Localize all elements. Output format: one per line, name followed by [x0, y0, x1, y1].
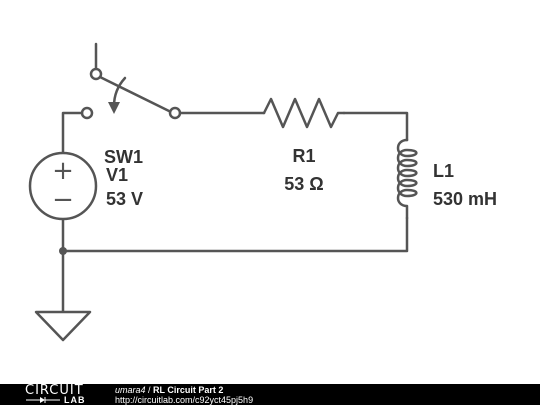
footer-credit: umara4 / RL Circuit Part 2	[115, 385, 223, 395]
switch-right-terminal	[168, 106, 182, 120]
switch-arrow-head	[108, 102, 120, 114]
circuit-title[interactable]: RL Circuit Part 2	[153, 385, 224, 395]
l1-label: L1	[433, 161, 454, 181]
r1-value: 53 Ω	[284, 174, 323, 194]
junction-node	[59, 247, 67, 255]
switch-action-arc	[112, 76, 127, 108]
wires	[61, 111, 409, 314]
plus-sign: +	[52, 156, 74, 186]
sw1-label: SW1	[104, 147, 143, 167]
r1-label: R1	[292, 146, 315, 166]
ground-symbol	[34, 310, 92, 342]
switch-pivot-terminal	[89, 67, 103, 81]
v1-label: V1	[106, 165, 128, 185]
source-body	[28, 151, 98, 221]
switch-blade	[98, 75, 171, 113]
switch-left-terminal	[80, 106, 94, 120]
voltage-source-v1[interactable]: + −	[28, 151, 98, 221]
logo-resistor-icon	[26, 397, 60, 403]
logo-lab-text: LAB	[64, 395, 86, 405]
wire-resistor-to-inductor	[342, 111, 409, 142]
circuit-url[interactable]: http://circuitlab.com/c92yct45pj5h9	[115, 395, 254, 405]
minus-sign: −	[52, 185, 74, 215]
v1-value: 53 V	[106, 189, 143, 209]
l1-value: 530 mH	[433, 189, 497, 209]
title-separator: /	[145, 385, 154, 395]
footer-bar: CIRCUIT LAB umara4 / RL Circuit Part 2 h…	[0, 383, 540, 405]
author-name[interactable]: umara4	[115, 385, 146, 395]
circuitlab-logo-mark: LAB	[26, 395, 94, 405]
resistor-r1[interactable]	[262, 97, 346, 129]
circuit-schematic: + − SW1 V1 53 V R1 53 Ω L1 530 mH	[28, 42, 497, 342]
wire-inductor-return	[61, 216, 409, 253]
switch-sw1[interactable]	[80, 42, 182, 120]
wire-switch-to-source	[61, 111, 84, 155]
inductor-l1[interactable]	[396, 138, 418, 220]
circuitlab-logo-text: CIRCUIT	[25, 383, 84, 398]
